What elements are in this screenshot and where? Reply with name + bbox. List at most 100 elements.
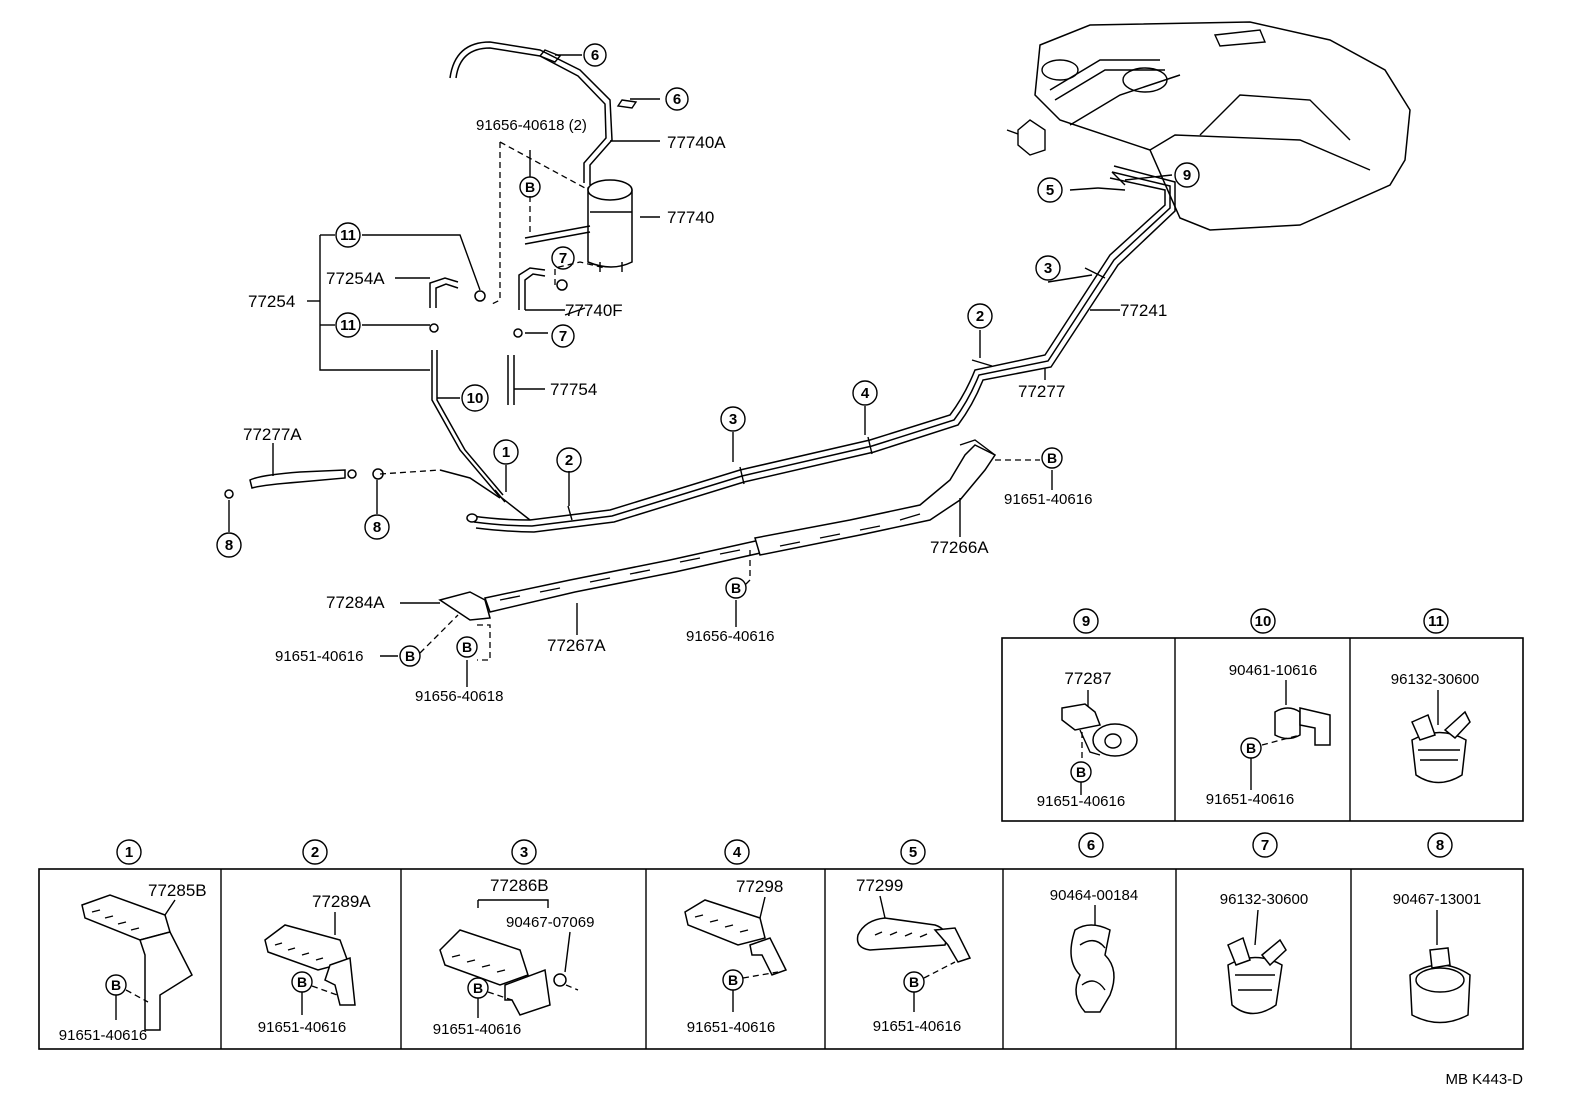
svg-text:8: 8	[1436, 837, 1444, 854]
callout-11b: 11	[335, 312, 361, 338]
svg-text:1: 1	[502, 444, 510, 461]
svg-text:9: 9	[1183, 167, 1191, 184]
detail-1: 1 77285B B 91651-40616	[59, 839, 207, 1044]
detail-2-part: 77289A	[312, 892, 371, 911]
callout-7b: 7	[551, 324, 575, 348]
detail-10: 10 90461-10616 B 91651-40616	[1206, 608, 1331, 808]
detail-1-part: 77285B	[148, 881, 207, 900]
callout-6a: 6	[583, 43, 607, 67]
callout-b-left: B	[399, 645, 421, 667]
callout-2b: 2	[967, 303, 993, 329]
svg-text:B: B	[1246, 740, 1256, 756]
detail-8-part: 90467-13001	[1393, 891, 1481, 908]
detail-10-bolt: 91651-40616	[1206, 791, 1294, 808]
leader-lines	[228, 54, 1173, 687]
callout-b-canister: B	[519, 176, 541, 198]
svg-text:B: B	[297, 974, 307, 990]
charcoal-canister-assembly	[224, 41, 638, 499]
callout-6b: 6	[665, 87, 689, 111]
svg-text:B: B	[111, 977, 121, 993]
callout-3b: 3	[1035, 255, 1061, 281]
svg-text:11: 11	[340, 227, 356, 244]
label-77254: 77254	[248, 292, 295, 311]
svg-text:7: 7	[1261, 837, 1269, 854]
svg-text:8: 8	[225, 537, 233, 554]
label-77277A: 77277A	[243, 425, 302, 444]
diagram-code: MB K443-D	[1445, 1071, 1523, 1088]
svg-text:7: 7	[559, 250, 567, 267]
label-91656-40618-2: 91656-40618 (2)	[476, 117, 587, 134]
svg-text:5: 5	[909, 844, 917, 861]
detail-4-bolt: 91651-40616	[687, 1019, 775, 1036]
svg-text:4: 4	[733, 844, 742, 861]
main-callouts: 6 6 B 11 11 7 7 10 8 8 1 2 3 4 2 3 5 9 B…	[216, 43, 1200, 667]
detail-3: 3 77286B 90467-07069 B 91651-40616	[433, 839, 594, 1038]
svg-text:6: 6	[1087, 837, 1095, 854]
svg-text:B: B	[731, 580, 741, 596]
detail-4-part: 77298	[736, 877, 783, 896]
svg-text:2: 2	[976, 308, 984, 325]
svg-text:3: 3	[520, 844, 528, 861]
svg-text:5: 5	[1046, 182, 1054, 199]
detail-10-part: 90461-10616	[1229, 662, 1317, 679]
detail-7-part: 96132-30600	[1220, 891, 1308, 908]
svg-text:3: 3	[1044, 260, 1052, 277]
svg-text:B: B	[462, 639, 472, 655]
detail-5-part: 77299	[856, 876, 903, 895]
callout-10: 10	[461, 384, 489, 412]
callout-5: 5	[1037, 177, 1063, 203]
main-part-labels: 77740A 77740 91656-40618 (2) 77254 77254…	[243, 117, 1167, 705]
detail-6-part: 90464-00184	[1050, 887, 1138, 904]
label-91656-40618: 91656-40618	[415, 688, 503, 705]
label-91656-40616: 91656-40616	[686, 628, 774, 645]
detail-11-part: 96132-30600	[1391, 671, 1479, 688]
svg-text:8: 8	[373, 519, 381, 536]
detail-5-bolt: 91651-40616	[873, 1018, 961, 1035]
callout-1: 1	[493, 439, 519, 465]
callout-8b: 8	[364, 514, 390, 540]
svg-text:4: 4	[861, 385, 870, 402]
label-91651-40616-left: 91651-40616	[275, 648, 363, 665]
detail-9-bolt: 91651-40616	[1037, 793, 1125, 810]
pipe-support-brackets	[438, 439, 997, 621]
svg-text:10: 10	[1255, 613, 1272, 630]
svg-text:B: B	[525, 179, 535, 195]
detail-6: 6 90464-00184	[1050, 832, 1138, 1013]
svg-text:6: 6	[591, 47, 599, 64]
svg-text:7: 7	[559, 328, 567, 345]
label-77254A: 77254A	[326, 269, 385, 288]
detail-1-bolt: 91651-40616	[59, 1027, 147, 1044]
callout-9: 9	[1174, 162, 1200, 188]
detail-5: 5 77299 B 91651-40616	[856, 839, 972, 1035]
label-77740F: 77740F	[565, 301, 623, 320]
label-77284A: 77284A	[326, 593, 385, 612]
detail-bottom-group: 1 77285B B 91651-40616 2 77289A B 91651-…	[38, 832, 1524, 1050]
detail-4: 4 77298 B 91651-40616	[684, 839, 788, 1036]
label-77266A: 77266A	[930, 538, 989, 557]
svg-text:B: B	[405, 648, 415, 664]
callout-4: 4	[852, 380, 878, 406]
svg-text:3: 3	[729, 411, 737, 428]
svg-text:B: B	[473, 980, 483, 996]
svg-text:2: 2	[311, 844, 319, 861]
label-91651-40616-rear: 91651-40616	[1004, 491, 1092, 508]
detail-7: 7 96132-30600	[1220, 832, 1308, 1015]
detail-3-extra: 90467-07069	[506, 914, 594, 931]
callout-7a: 7	[551, 246, 575, 270]
fuel-pipes	[431, 165, 1176, 533]
callout-b-middle: B	[725, 577, 747, 599]
svg-text:B: B	[1047, 450, 1057, 466]
fuel-tank	[1006, 21, 1411, 231]
detail-8: 8 90467-13001	[1393, 832, 1481, 1024]
svg-text:10: 10	[467, 390, 484, 407]
detail-9: 9 77287 B 91651-40616	[1037, 608, 1138, 810]
callout-2a: 2	[556, 447, 582, 473]
detail-2-bolt: 91651-40616	[258, 1019, 346, 1036]
svg-text:11: 11	[340, 317, 356, 334]
detail-3-part: 77286B	[490, 876, 549, 895]
detail-top-group: 9 77287 B 91651-40616 10 90461-10616 B 9…	[1001, 608, 1524, 822]
callout-11a: 11	[335, 222, 361, 248]
svg-text:1: 1	[125, 844, 133, 861]
svg-text:B: B	[909, 974, 919, 990]
